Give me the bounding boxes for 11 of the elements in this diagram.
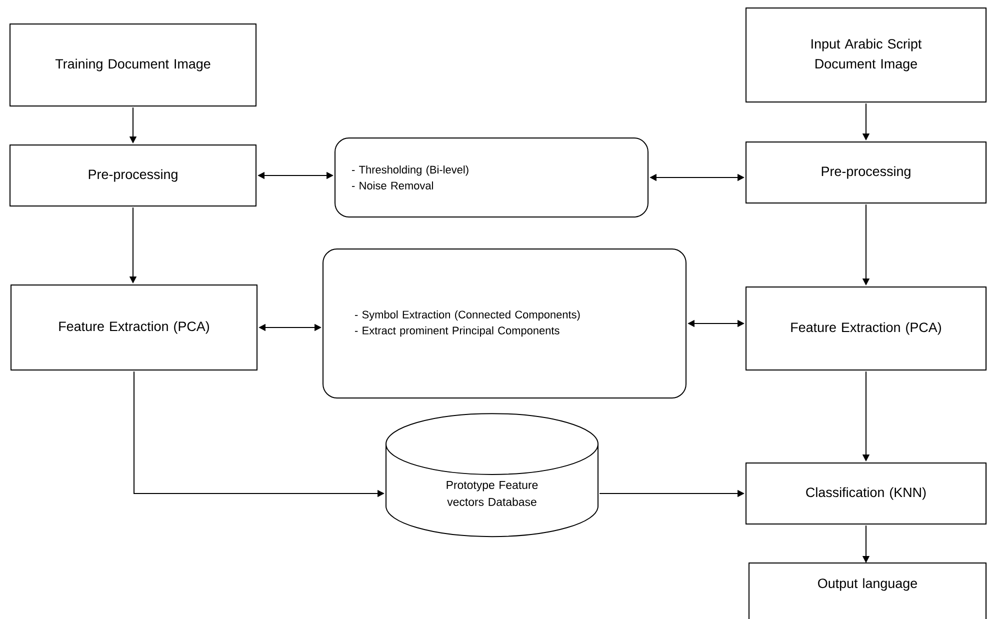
process-box: Feature Extraction (PCA): [10, 284, 258, 370]
process-box: Input Arabic Script Document Image: [746, 8, 986, 102]
description-box: - Symbol Extraction (Connected Components) - Extract prominent Principal Components: [322, 248, 686, 398]
process-box: Output language: [748, 562, 986, 619]
process-box: Training Document Image: [10, 24, 256, 106]
process-box: Feature Extraction (PCA): [746, 286, 986, 370]
database-cylinder: Prototype Feature vectors Database: [386, 413, 598, 538]
process-box: Pre-processing: [746, 142, 986, 204]
process-box: Classification (KNN): [746, 462, 986, 524]
description-box: - Thresholding (Bi-level) - Noise Removal: [334, 138, 648, 218]
process-box: Pre-processing: [10, 144, 256, 206]
